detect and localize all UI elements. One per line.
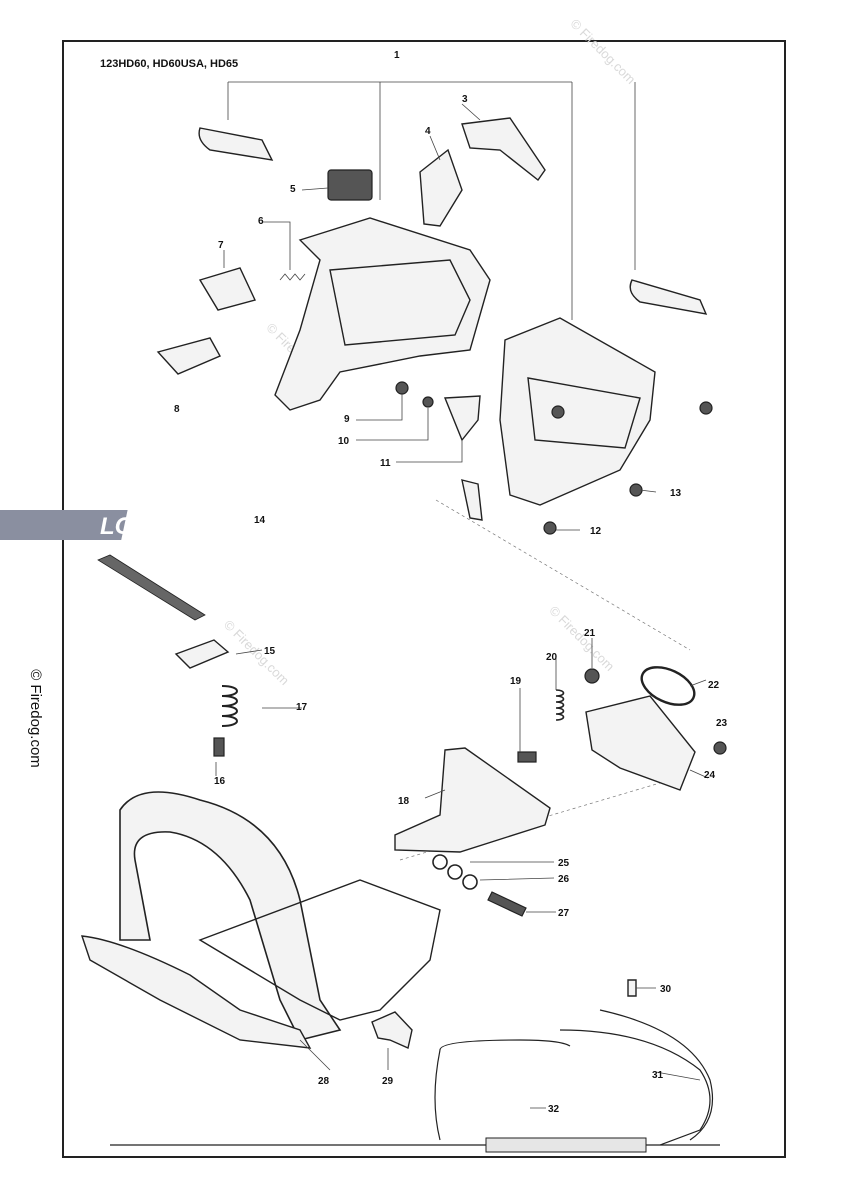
callout-5: 5 — [290, 184, 296, 195]
callout-28: 28 — [318, 1076, 330, 1087]
nut-21 — [584, 668, 600, 684]
stop-switch — [327, 169, 373, 201]
screw-23 — [713, 741, 727, 755]
callout-16: 16 — [214, 776, 226, 787]
cover-opening — [527, 377, 641, 449]
grip-cover-left — [198, 127, 274, 161]
callout-19: 19 — [510, 676, 522, 687]
leader-1 — [227, 81, 636, 320]
cable-32-sheath — [485, 1137, 647, 1153]
callout-32: 32 — [548, 1104, 560, 1115]
throttle-lockout — [419, 148, 463, 227]
callout-13: 13 — [670, 488, 682, 499]
lowvib-logo: LOWVIB — [0, 510, 196, 540]
callout-21: 21 — [584, 628, 596, 639]
screw-12 — [543, 521, 557, 535]
callout-7: 7 — [218, 240, 224, 251]
part-7 — [198, 267, 256, 311]
lowvib-logo-bg — [0, 510, 128, 540]
callout-4: 4 — [425, 126, 431, 137]
washer-25b — [447, 864, 463, 880]
callout-20: 20 — [546, 652, 558, 663]
callout-11: 11 — [380, 458, 391, 469]
callout-18: 18 — [398, 796, 410, 807]
callout-26: 26 — [558, 874, 570, 885]
callout-27: 27 — [558, 908, 570, 919]
watermark-text: © Firedog.com — [546, 603, 617, 674]
callout-29: 29 — [382, 1076, 394, 1087]
screw-19 — [517, 751, 537, 763]
lowvib-logo-text: LOWVIB — [100, 513, 196, 540]
callout-30: 30 — [660, 984, 672, 995]
spring-6 — [279, 273, 306, 281]
mounting-bracket — [394, 747, 551, 853]
screw-16 — [213, 737, 225, 757]
part-29 — [371, 1011, 413, 1049]
part-15 — [174, 639, 230, 669]
callout-25: 25 — [558, 858, 570, 869]
part-30 — [627, 979, 637, 997]
screw-10 — [422, 396, 434, 408]
decal-strip — [97, 554, 206, 621]
grip-cover-right — [629, 279, 708, 315]
part-11 — [443, 395, 481, 442]
front-handle-28 — [119, 791, 342, 1041]
throttle-trigger — [461, 117, 546, 182]
dashed-link — [435, 499, 691, 651]
bracket-small — [461, 479, 483, 521]
bolt-27 — [487, 891, 527, 917]
watermark-text: © Firedog.com — [568, 16, 639, 87]
washer-25a — [432, 854, 448, 870]
callout-15: 15 — [264, 646, 276, 657]
washer-26 — [462, 874, 478, 890]
model-title: 123HD60, HD60USA, HD65 — [100, 58, 239, 70]
leader-lines — [215, 103, 709, 1109]
part-8 — [156, 337, 221, 375]
housing-opening — [329, 259, 471, 346]
callout-31: 31 — [652, 1070, 664, 1081]
callout-1: 1 — [394, 50, 400, 61]
callout-3: 3 — [462, 94, 468, 105]
callout-8: 8 — [174, 404, 180, 415]
spring-20 — [555, 689, 565, 721]
callout-17: 17 — [296, 702, 308, 713]
callout-22: 22 — [708, 680, 720, 691]
screw-9 — [395, 381, 409, 395]
callout-6: 6 — [258, 216, 264, 227]
diagram-frame — [62, 40, 786, 1158]
callout-24: 24 — [704, 770, 716, 781]
vibration-damper-24 — [585, 695, 696, 791]
cable-32-loop — [434, 1039, 571, 1141]
handle-base-plate — [80, 935, 312, 1049]
callout-14: 14 — [254, 515, 266, 526]
cable-31 — [559, 1029, 711, 1146]
callout-12: 12 — [590, 526, 602, 537]
cable-31b — [599, 1009, 714, 1141]
spring-17 — [221, 685, 238, 727]
o-ring-22 — [640, 666, 696, 706]
screw-handle-right — [699, 401, 713, 415]
screw-handle-left — [551, 405, 565, 419]
watermark-text: © Firedog.com — [221, 617, 292, 688]
callout-23: 23 — [716, 718, 728, 729]
callout-9: 9 — [344, 414, 350, 425]
handle-frame — [198, 879, 441, 1021]
callout-10: 10 — [338, 436, 350, 447]
